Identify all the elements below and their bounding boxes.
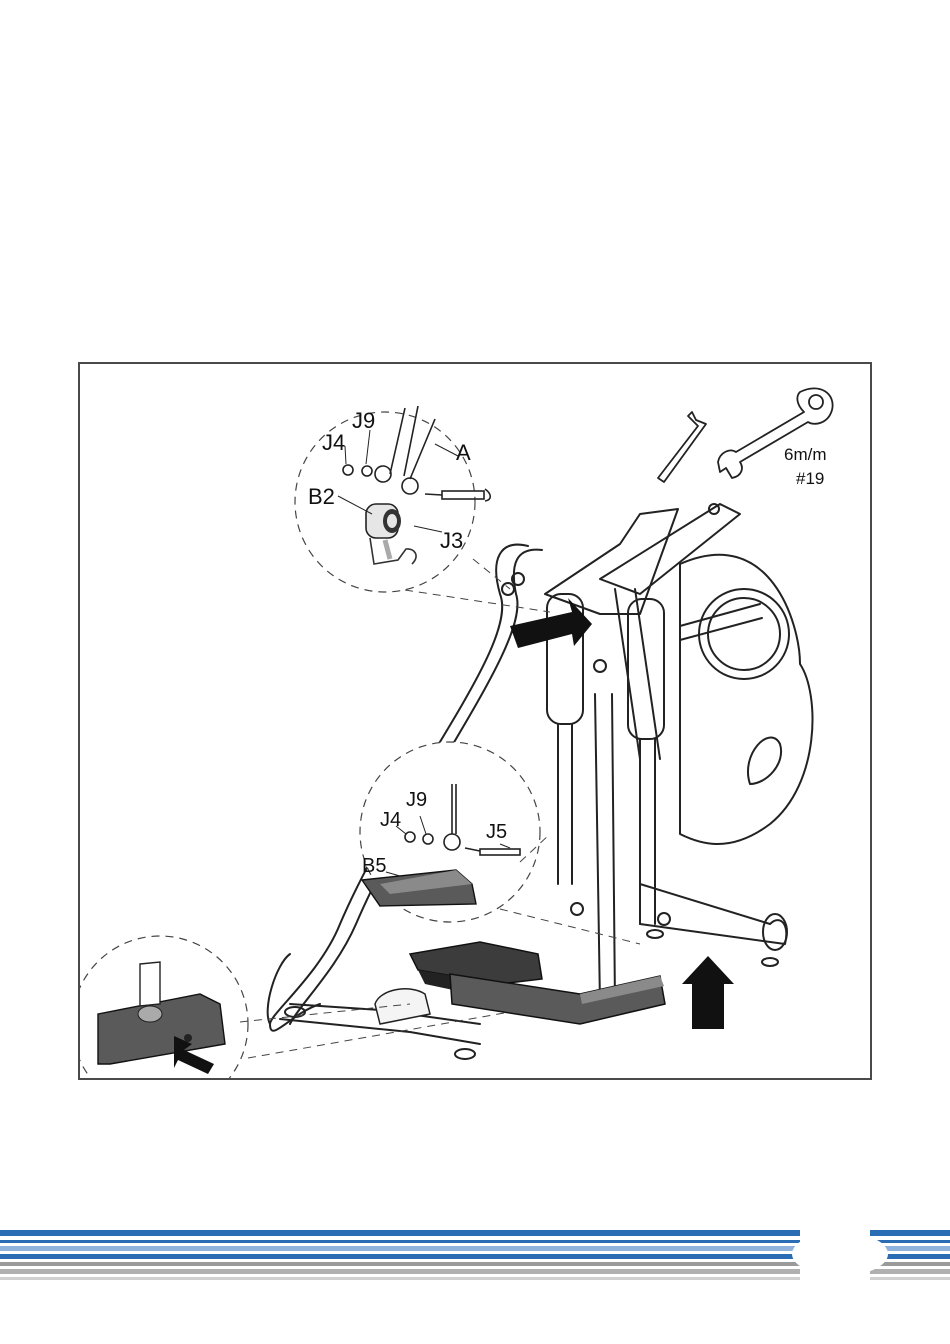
pedal-rail-b5 xyxy=(450,974,665,1024)
tools xyxy=(658,388,833,482)
allen-key-icon xyxy=(658,412,706,482)
callout-top: J9 J4 A B2 J3 xyxy=(295,406,490,592)
label-j5-mid: J5 xyxy=(486,821,507,843)
label-j3-top: J3 xyxy=(440,528,463,553)
label-b2-top: B2 xyxy=(308,484,335,509)
callout-mid: J4 J9 J5 B5 xyxy=(360,742,540,922)
label-a-top: A xyxy=(456,440,471,465)
label-b5-mid: B5 xyxy=(362,855,386,877)
arrow-up-lower xyxy=(682,956,734,1029)
tool-size-hex: 6m/m xyxy=(784,445,827,464)
spanner-icon xyxy=(718,388,833,478)
label-j4-top: J4 xyxy=(322,430,345,455)
rear-frame xyxy=(600,504,740,594)
arrow-insert-upper xyxy=(510,598,592,648)
assembly-illustration: J9 J4 A B2 J3 J4 J9 J5 B5 xyxy=(80,364,872,1080)
label-j9-top: J9 xyxy=(352,408,375,433)
tool-size-spanner: #19 xyxy=(796,469,824,488)
callout-bottom-left xyxy=(80,936,248,1080)
foot-pedal xyxy=(375,942,665,1024)
page-number-badge xyxy=(792,1232,888,1276)
assembly-figure: J9 J4 A B2 J3 J4 J9 J5 B5 xyxy=(78,362,872,1080)
pedal-arm xyxy=(595,694,615,1004)
label-j4-mid: J4 xyxy=(380,809,401,831)
label-j9-mid: J9 xyxy=(406,789,427,811)
